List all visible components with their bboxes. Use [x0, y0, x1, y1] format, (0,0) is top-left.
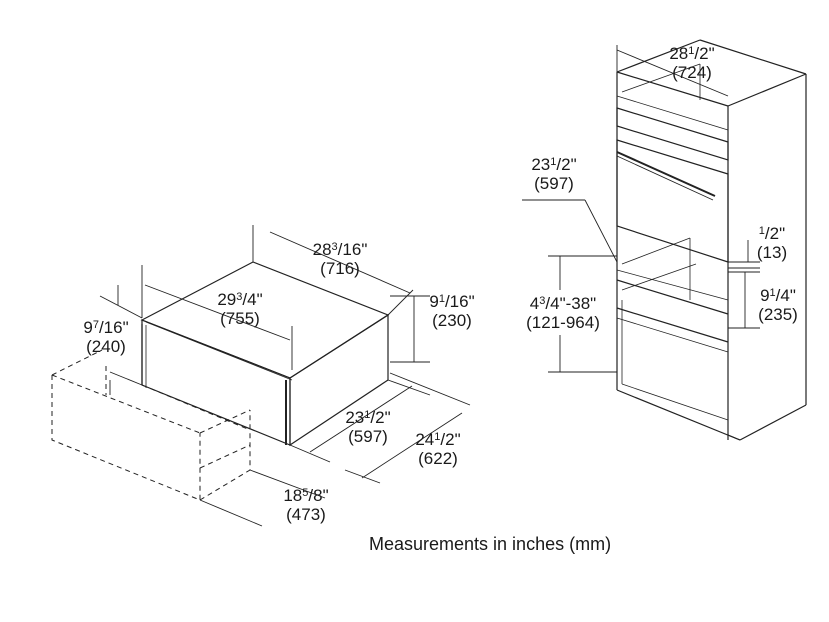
drawer-dimension-lines	[99, 225, 471, 527]
oven-door	[616, 139, 729, 263]
cabinet-cutout-outline	[51, 349, 251, 501]
drawer-depth-label: 231/2" (597)	[345, 408, 391, 446]
cabinet-dimension-lines	[522, 45, 760, 373]
cutout-depth-label: 185/8" (473)	[283, 486, 329, 524]
tall-cabinet	[616, 39, 807, 441]
drawer-front-face	[141, 319, 291, 446]
drawer-top-face	[140, 261, 390, 379]
cabinet-gap-label: 1/2" (13)	[756, 224, 788, 262]
oven-control-panel	[616, 107, 729, 161]
oven-handle	[616, 151, 716, 197]
drawer-body-height-label: 91/16" (230)	[429, 292, 475, 330]
measurement-caption: Measurements in inches (mm)	[369, 534, 612, 554]
cabinet-width-label: 281/2" (724)	[669, 44, 715, 82]
drawer-width-outer-label: 283/16" (716)	[312, 240, 368, 278]
cabinet-opening-label: 91/4" (235)	[758, 286, 798, 324]
drawer-total-depth-label: 241/2" (622)	[415, 430, 461, 468]
cabinet-depth-label: 231/2" (597)	[531, 155, 577, 193]
cabinet-range-label: 43/4"-38" (121-964)	[526, 294, 600, 332]
drawer-width-inner-label: 293/4" (755)	[217, 290, 263, 328]
drawer-front-height-label: 97/16" (240)	[83, 318, 129, 356]
